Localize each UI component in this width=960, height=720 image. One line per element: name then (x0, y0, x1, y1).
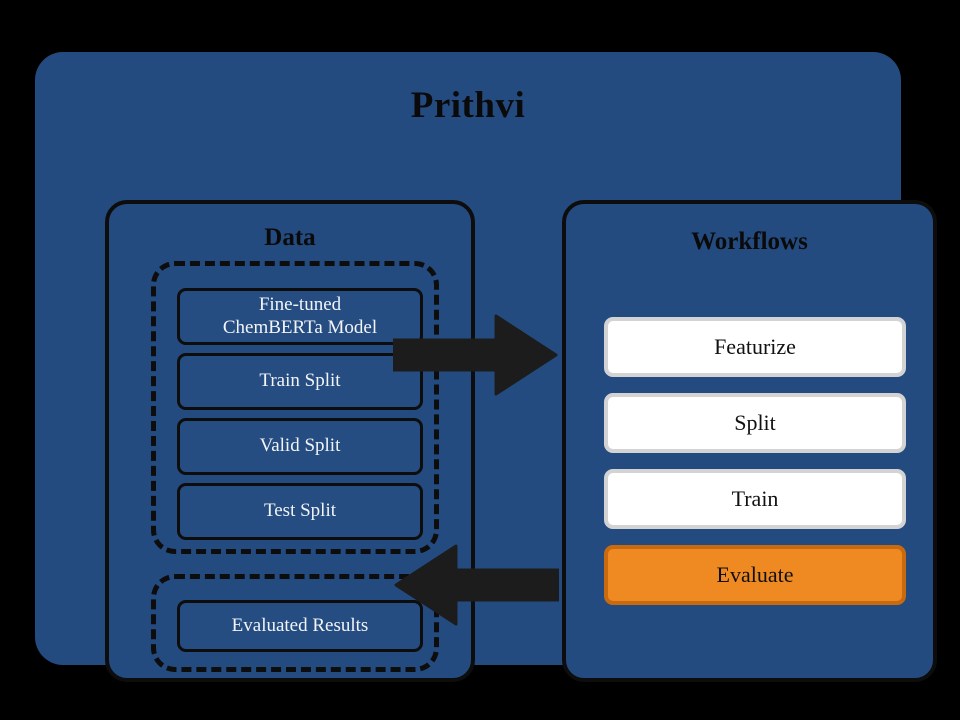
workflow-step-split[interactable]: Split (604, 393, 906, 453)
data-box-finetuned-model[interactable]: Fine-tuned ChemBERTa Model (177, 288, 423, 345)
workflows-panel: Workflows Featurize Split Train Evaluate (562, 200, 937, 682)
data-box-train-split[interactable]: Train Split (177, 353, 423, 410)
workflow-step-train[interactable]: Train (604, 469, 906, 529)
workflows-panel-title: Workflows (691, 228, 808, 255)
workflow-step-label: Train (731, 486, 779, 511)
data-results-group: Evaluated Results (151, 574, 439, 672)
workflow-step-featurize[interactable]: Featurize (604, 317, 906, 377)
data-box-label: Test Split (263, 500, 337, 522)
data-box-label: Evaluated Results (231, 614, 369, 636)
workflow-step-label: Split (734, 410, 776, 435)
arrow-left-icon (394, 544, 559, 626)
data-splits-group: Fine-tuned ChemBERTa Model Train Split V… (151, 261, 439, 554)
data-box-label: Train Split (259, 370, 341, 392)
workflow-step-evaluate[interactable]: Evaluate (604, 545, 906, 605)
data-box-test-split[interactable]: Test Split (177, 483, 423, 540)
data-box-label: Fine-tuned ChemBERTa Model (222, 294, 378, 338)
page-title: Prithvi (410, 85, 526, 126)
data-panel-title: Data (264, 224, 316, 251)
arrow-right-icon (393, 314, 558, 396)
workflow-step-label: Featurize (714, 334, 796, 359)
data-box-label: Valid Split (259, 435, 341, 457)
data-box-valid-split[interactable]: Valid Split (177, 418, 423, 475)
data-panel: Data Fine-tuned ChemBERTa Model Train Sp… (105, 200, 475, 682)
workflow-step-label: Evaluate (716, 562, 794, 587)
prithvi-container: Prithvi Data Fine-tuned ChemBERTa Model … (35, 52, 937, 682)
data-box-evaluated-results[interactable]: Evaluated Results (177, 600, 423, 652)
